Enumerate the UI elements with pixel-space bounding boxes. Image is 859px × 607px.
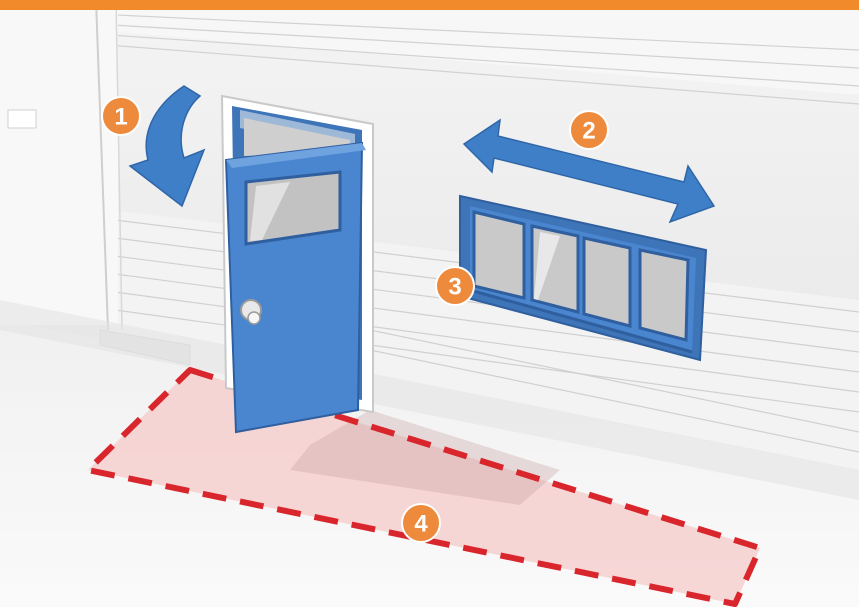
- window-pane-1: [474, 212, 524, 298]
- top-accent-bar: [0, 0, 859, 10]
- badge-1: 1: [102, 97, 140, 135]
- window-pane-4: [640, 250, 688, 340]
- svg-text:1: 1: [114, 104, 127, 131]
- svg-text:2: 2: [582, 118, 595, 145]
- svg-text:4: 4: [414, 511, 428, 538]
- door[interactable]: [226, 143, 366, 432]
- badge-2: 2: [570, 111, 608, 149]
- svg-text:3: 3: [448, 274, 461, 301]
- window-pane-3: [584, 238, 630, 326]
- badge-4: 4: [402, 504, 440, 542]
- badge-3: 3: [436, 267, 474, 305]
